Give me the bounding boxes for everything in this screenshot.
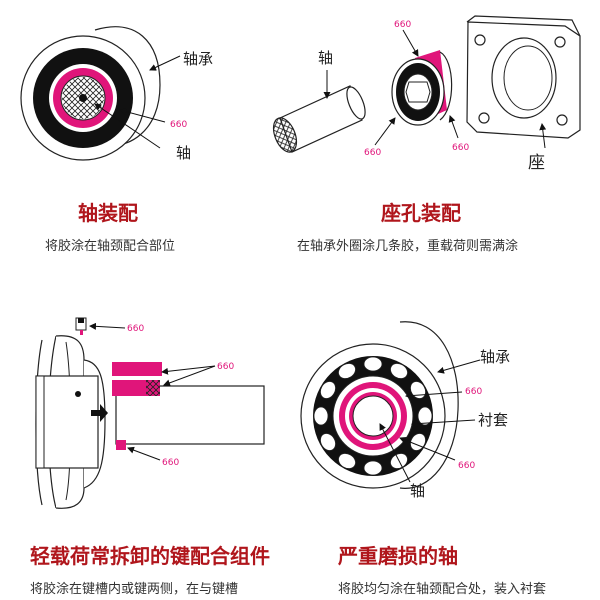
shaft-leader bbox=[379, 423, 411, 483]
label-shaft-2: 轴 bbox=[318, 49, 333, 67]
code-leader bbox=[119, 108, 166, 123]
glue-nozzle bbox=[75, 317, 87, 335]
label-seat: 座 bbox=[528, 153, 545, 173]
panel1-description: 将胶涂在轴颈配合部位 bbox=[45, 239, 176, 254]
label-660-b: 660 bbox=[217, 362, 234, 372]
code-leader-a bbox=[405, 391, 463, 400]
label-shaft-4: 轴 bbox=[410, 482, 425, 500]
bearing-leader bbox=[149, 55, 181, 71]
label-shaft: 轴 bbox=[176, 144, 191, 162]
sleeve-leader bbox=[411, 419, 476, 428]
code-leader-b1 bbox=[161, 365, 216, 375]
label-660-c: 660 bbox=[452, 143, 469, 153]
panel3-description: 将胶涂在键槽内或键两侧，在与键槽 bbox=[30, 582, 239, 597]
panel1-illustration bbox=[20, 26, 181, 161]
key-shaft bbox=[112, 362, 265, 450]
panel4-description: 将胶均匀涂在轴颈配合处，装入衬套 bbox=[338, 582, 547, 597]
panel4-illustration bbox=[300, 321, 481, 489]
code-leader-a bbox=[402, 29, 419, 57]
code-leader-b2 bbox=[163, 365, 216, 387]
code-leader-b bbox=[399, 436, 456, 461]
label-660-b: 660 bbox=[364, 148, 381, 158]
code-leader-c bbox=[448, 115, 459, 139]
bearing-body bbox=[20, 26, 161, 161]
rollers bbox=[313, 356, 433, 476]
pulley bbox=[35, 335, 106, 509]
bearing-leader bbox=[437, 359, 481, 374]
label-bearing: 轴承 bbox=[183, 50, 213, 68]
label-660-a: 660 bbox=[394, 20, 411, 30]
panel4-title: 严重磨损的轴 bbox=[338, 544, 458, 568]
panel3-illustration bbox=[35, 317, 265, 509]
bearing-ring bbox=[391, 50, 453, 126]
panel2-title: 座孔装配 bbox=[381, 201, 461, 225]
move-arrow bbox=[91, 404, 108, 422]
panel2-description: 在轴承外圈涂几条胶，重载荷则需满涂 bbox=[297, 239, 519, 254]
seat-leader bbox=[539, 123, 547, 149]
panel2-illustration bbox=[272, 15, 581, 153]
label-660-a: 660 bbox=[465, 387, 482, 397]
label-660-c: 660 bbox=[162, 458, 179, 468]
label-660-a: 660 bbox=[127, 324, 144, 334]
roller-bearing bbox=[300, 321, 459, 489]
label-660: 660 bbox=[170, 120, 187, 130]
shaft-cylinder bbox=[272, 85, 366, 153]
panel1-title: 轴装配 bbox=[78, 201, 138, 225]
code-leader-b bbox=[374, 117, 396, 146]
code-leader-c bbox=[127, 446, 161, 461]
label-sleeve: 衬套 bbox=[478, 411, 508, 429]
code-leader-a bbox=[89, 322, 126, 330]
label-bearing-4: 轴承 bbox=[480, 348, 510, 366]
shaft-leader bbox=[94, 103, 161, 149]
panel3-title: 轻载荷常拆卸的键配合组件 bbox=[30, 544, 270, 568]
housing-plate bbox=[466, 15, 581, 139]
label-660-b: 660 bbox=[458, 461, 475, 471]
